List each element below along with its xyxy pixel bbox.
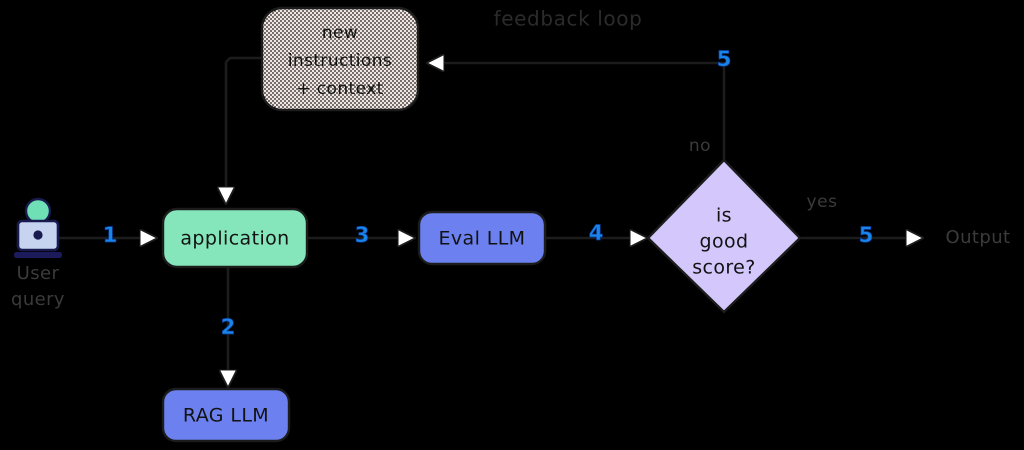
edge-number-5-no: 5: [717, 47, 732, 71]
edge-application-to-rag-llm: 2: [221, 266, 236, 386]
edge-eval-llm-to-decision: 4: [544, 221, 646, 245]
edge-number-3: 3: [355, 223, 370, 247]
node-output: Output: [946, 227, 1011, 248]
node-rag-llm[interactable]: RAG LLM: [161, 387, 291, 443]
node-is-good-score-line1: is: [716, 205, 732, 227]
node-is-good-score-line2: good: [700, 231, 749, 253]
edge-new-instructions-to-application: [226, 56, 264, 203]
node-new-instructions-line1: new: [322, 23, 358, 43]
user-query-label-line2: query: [11, 289, 65, 310]
edge-label-no: no: [689, 136, 711, 156]
edge-number-4: 4: [589, 221, 604, 245]
node-rag-llm-label: RAG LLM: [183, 405, 269, 427]
user-query-label-line1: User: [17, 263, 60, 284]
node-eval-llm-label: Eval LLM: [439, 228, 526, 250]
edge-application-to-eval-llm: 3: [306, 223, 414, 247]
node-is-good-score-line3: score?: [692, 257, 756, 279]
edge-user-query-to-application: 1: [56, 223, 156, 247]
node-eval-llm[interactable]: Eval LLM: [417, 210, 547, 266]
node-is-good-score[interactable]: is good score?: [646, 158, 802, 314]
user-at-computer-icon: [14, 197, 62, 258]
node-new-instructions-line2: instructions: [288, 51, 392, 71]
node-new-instructions-line3: + context: [296, 79, 383, 99]
edge-decision-no-to-new-instructions: 5 no: [428, 47, 732, 164]
feedback-loop-title: feedback loop: [494, 7, 643, 31]
edge-number-1: 1: [103, 223, 118, 247]
edge-label-yes: yes: [807, 192, 838, 212]
node-application-label: application: [180, 228, 289, 250]
edge-number-2: 2: [221, 315, 236, 339]
edge-number-5-yes: 5: [859, 223, 874, 247]
user-query-label: User query: [11, 263, 65, 310]
node-new-instructions[interactable]: new instructions + context: [260, 6, 420, 112]
node-application[interactable]: application: [161, 207, 309, 269]
node-output-label: Output: [946, 227, 1011, 248]
edge-decision-yes-to-output: 5 yes: [800, 192, 922, 247]
